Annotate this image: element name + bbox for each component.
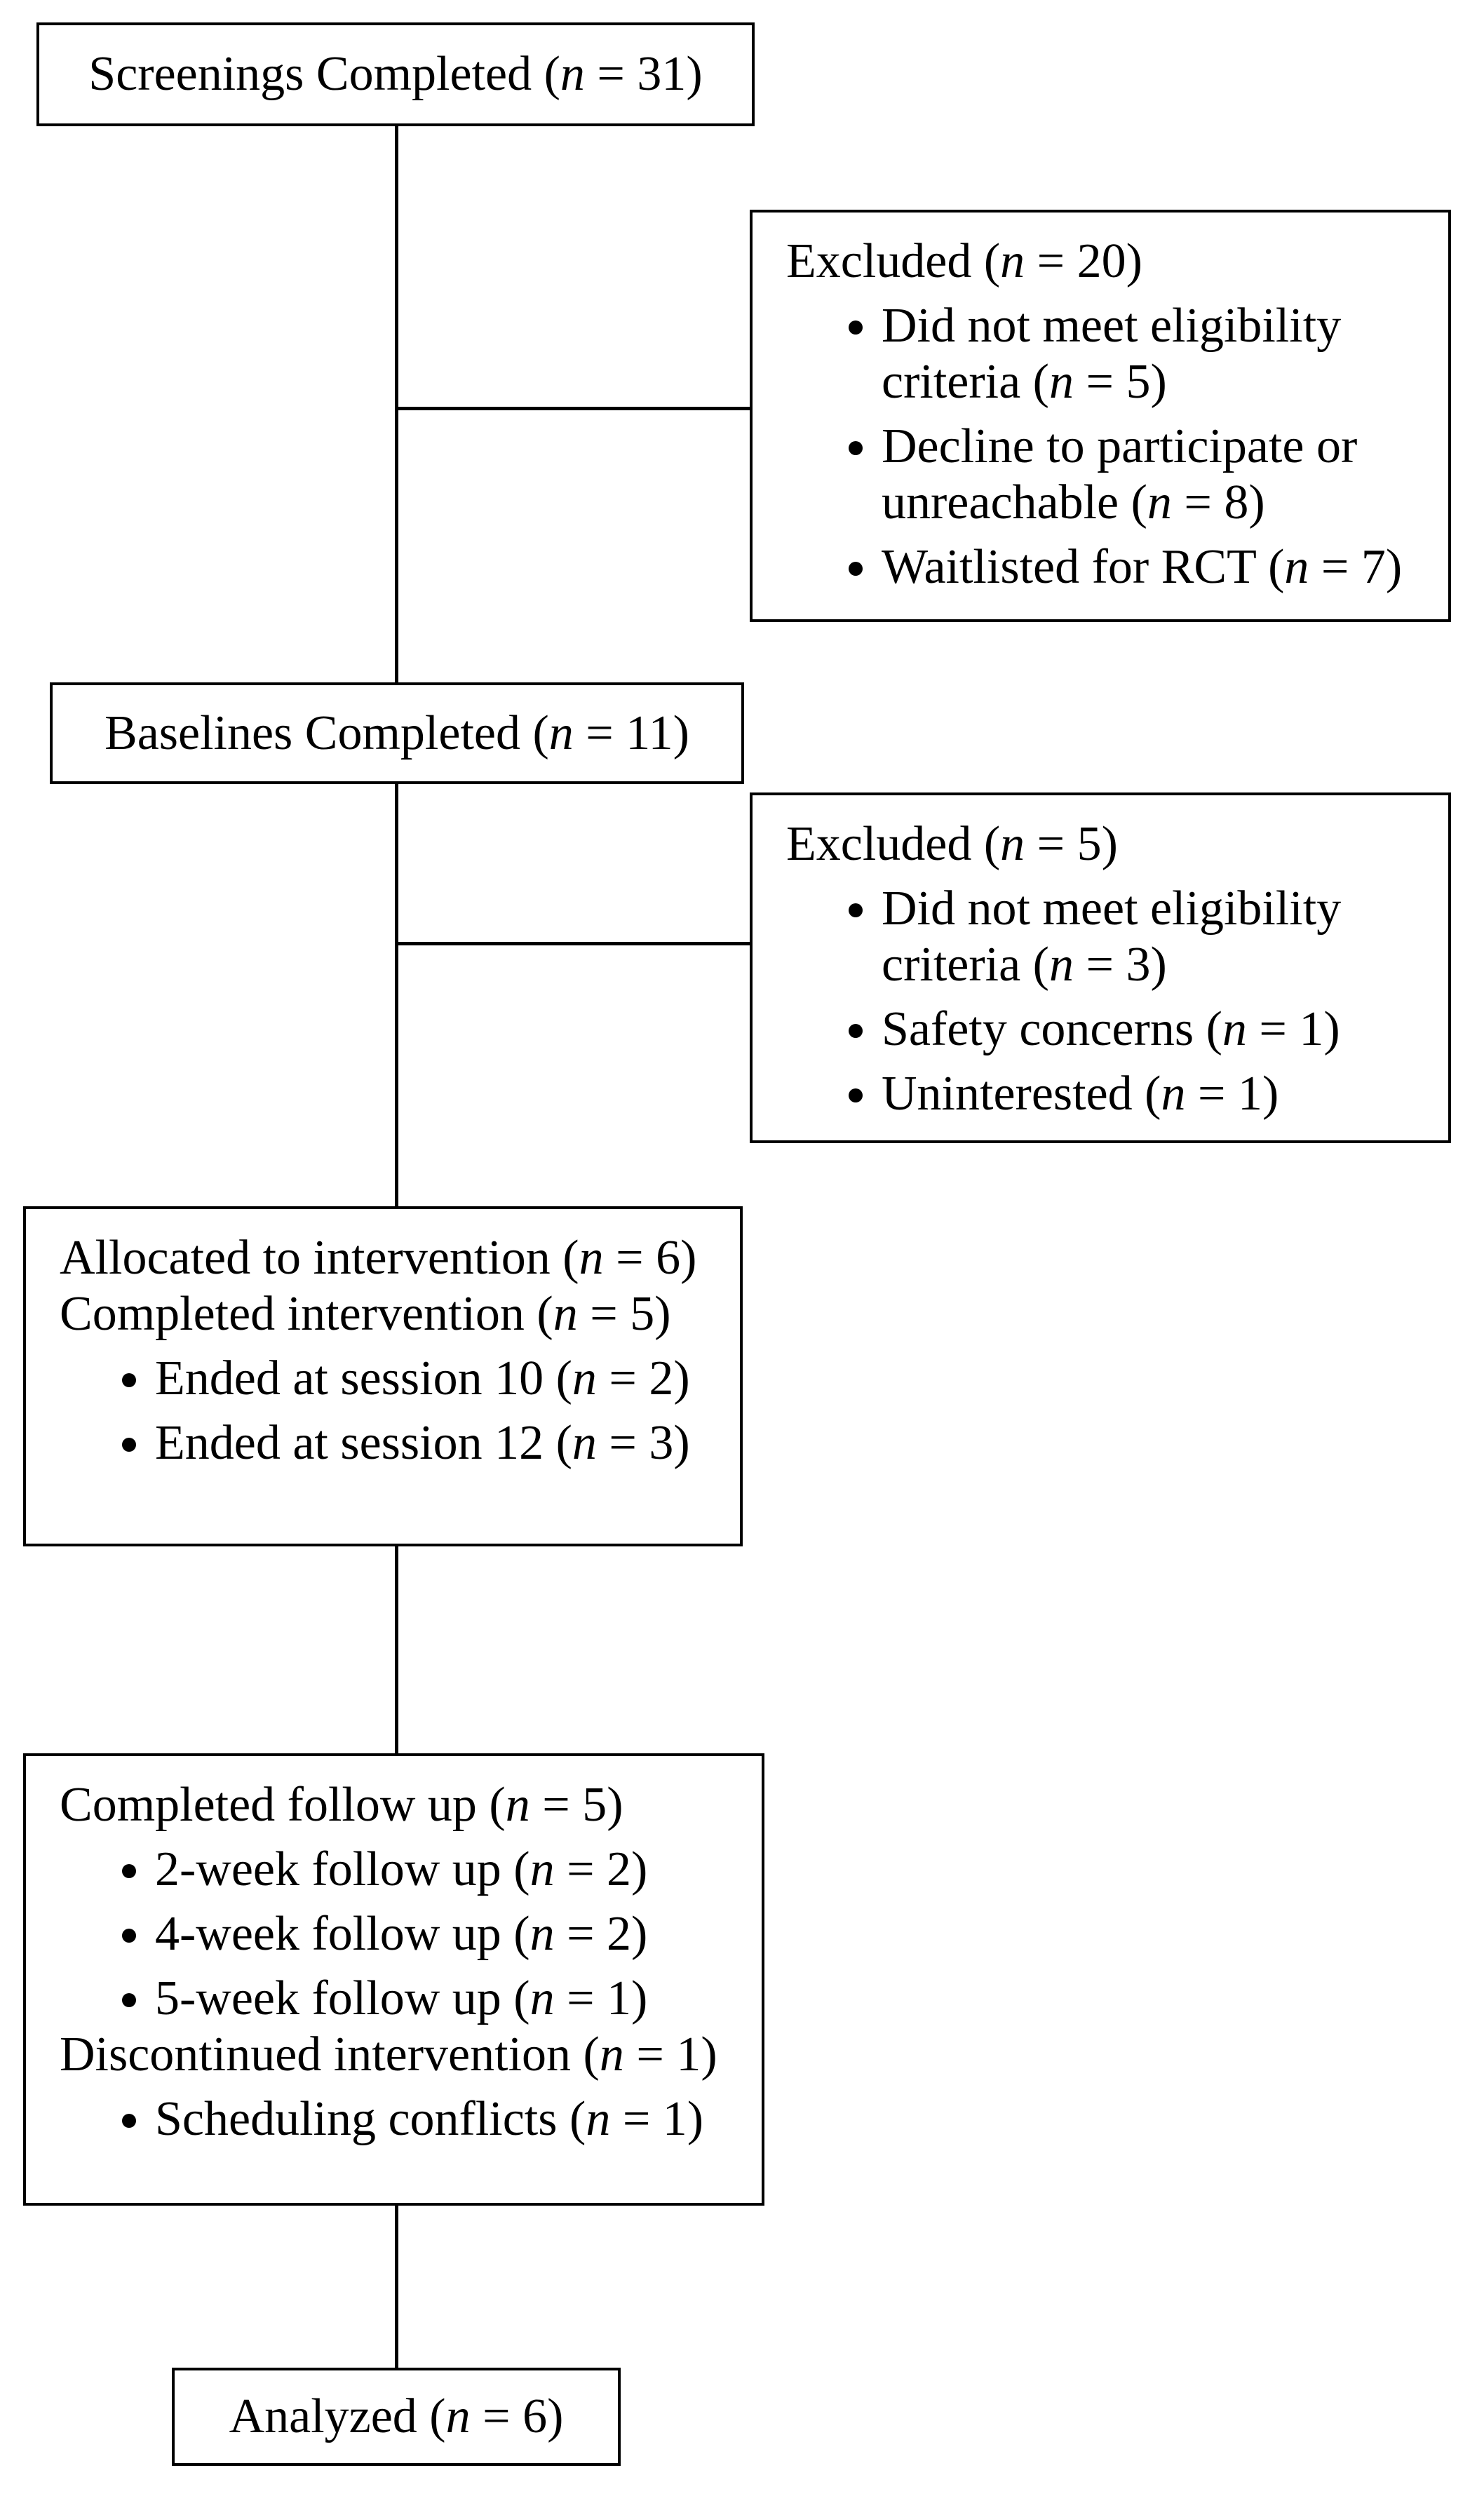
bullet-item: Uninterested (n = 1) [882, 1066, 1427, 1122]
bullet-item: Did not meet eligibility criteria (n = 5… [882, 298, 1427, 410]
box-excluded-after-screening: Excluded (n = 20) Did not meet eligibili… [750, 210, 1451, 622]
bullet-item: Did not meet eligibility criteria (n = 3… [882, 881, 1427, 993]
box-excluded-after-baseline: Excluded (n = 5) Did not meet eligibilit… [750, 792, 1451, 1143]
bullet-item: Safety concerns (n = 1) [882, 1001, 1427, 1058]
bullet-item: 2-week follow up (n = 2) [155, 1842, 741, 1898]
bullet-list: Ended at session 10 (n = 2) Ended at ses… [60, 1351, 719, 1471]
bullet-list: Did not meet eligibility criteria (n = 5… [786, 298, 1427, 595]
box-heading: Completed follow up (n = 5) [60, 1778, 623, 1832]
box-heading: Excluded (n = 20) [786, 234, 1142, 288]
bullet-item: Ended at session 12 (n = 3) [155, 1415, 719, 1471]
box-screenings-completed: Screenings Completed (n = 31) [36, 22, 755, 126]
box-heading: Screenings Completed (n = 31) [88, 47, 703, 101]
bullet-list: 2-week follow up (n = 2) 4-week follow u… [60, 1842, 741, 2027]
bullet-list: Did not meet eligibility criteria (n = 3… [786, 881, 1427, 1122]
box-baselines-completed: Baselines Completed (n = 11) [50, 682, 744, 784]
box-subheading: Completed intervention (n = 5) [60, 1287, 671, 1341]
bullet-item: Decline to participate or unreachable (n… [882, 419, 1427, 531]
box-subheading: Discontinued intervention (n = 1) [60, 2028, 717, 2082]
box-heading: Allocated to intervention (n = 6) [60, 1231, 697, 1285]
box-heading: Baselines Completed (n = 11) [104, 706, 689, 760]
bullet-item: Waitlisted for RCT (n = 7) [882, 539, 1427, 595]
bullet-item: Scheduling conflicts (n = 1) [155, 2091, 741, 2147]
box-allocation-intervention: Allocated to intervention (n = 6) Comple… [23, 1206, 743, 1546]
box-analyzed: Analyzed (n = 6) [172, 2368, 621, 2466]
connector-branch-excluded-screening [396, 407, 751, 410]
box-follow-up: Completed follow up (n = 5) 2-week follo… [23, 1753, 764, 2206]
bullet-list: Scheduling conflicts (n = 1) [60, 2091, 741, 2147]
bullet-item: Ended at session 10 (n = 2) [155, 1351, 719, 1407]
box-heading: Analyzed (n = 6) [229, 2389, 564, 2443]
bullet-item: 4-week follow up (n = 2) [155, 1906, 741, 1962]
bullet-item: 5-week follow up (n = 1) [155, 1971, 741, 2027]
connector-branch-excluded-baseline [396, 942, 751, 945]
box-heading: Excluded (n = 5) [786, 817, 1118, 871]
